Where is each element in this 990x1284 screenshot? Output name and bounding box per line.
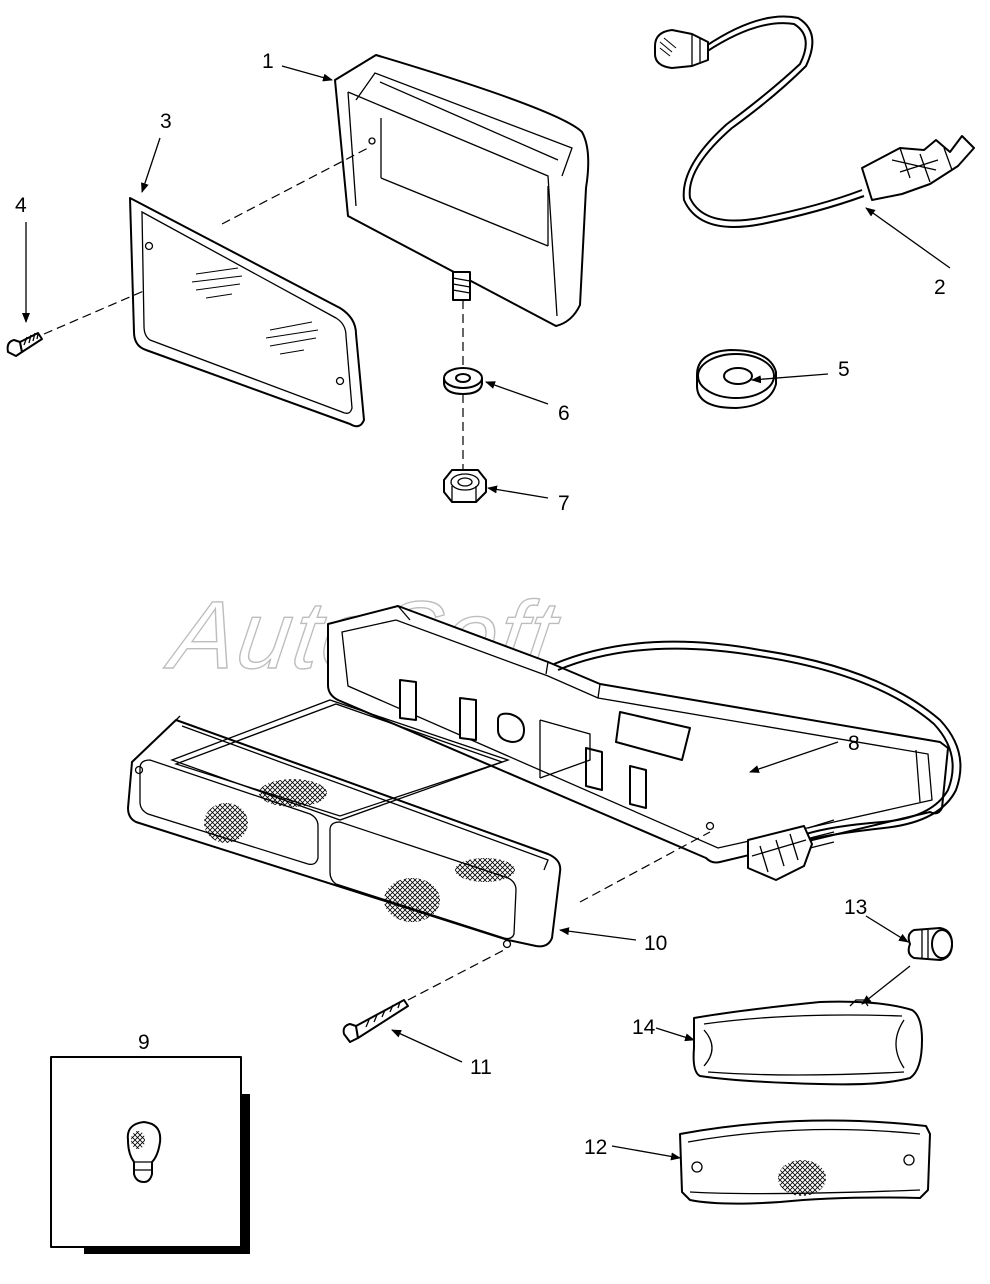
part-8-lamp-body — [327, 605, 962, 881]
part-2-socket-harness — [654, 15, 975, 228]
callout-6: 6 — [558, 402, 570, 425]
part-13-bulb — [907, 927, 953, 961]
part-1-lamp-housing — [334, 54, 590, 327]
callout-10: 10 — [644, 932, 667, 955]
part-14-side-housing — [692, 999, 923, 1086]
callout-14: 14 — [632, 1016, 656, 1039]
part-3-lens — [129, 197, 365, 428]
part-7-nut — [443, 469, 487, 503]
part-6-washer — [443, 367, 483, 395]
callout-7: 7 — [558, 492, 570, 515]
callout-1: 1 — [262, 50, 274, 73]
callout-13: 13 — [844, 896, 867, 919]
part-10-lamp-lens — [127, 699, 562, 949]
callout-4: 4 — [15, 194, 27, 217]
part-12-side-lens — [679, 1119, 931, 1205]
callout-3: 3 — [160, 110, 172, 133]
part-9-bulb-box — [50, 1056, 250, 1254]
part-4-screw — [6, 332, 43, 357]
callout-5: 5 — [838, 358, 850, 381]
callout-2: 2 — [934, 276, 946, 299]
callout-12: 12 — [584, 1136, 607, 1159]
callout-11: 11 — [470, 1056, 492, 1079]
callout-9: 9 — [138, 1031, 150, 1054]
part-5-grommet — [696, 349, 777, 409]
part-11-long-screw — [342, 999, 409, 1043]
callout-8: 8 — [848, 732, 860, 755]
